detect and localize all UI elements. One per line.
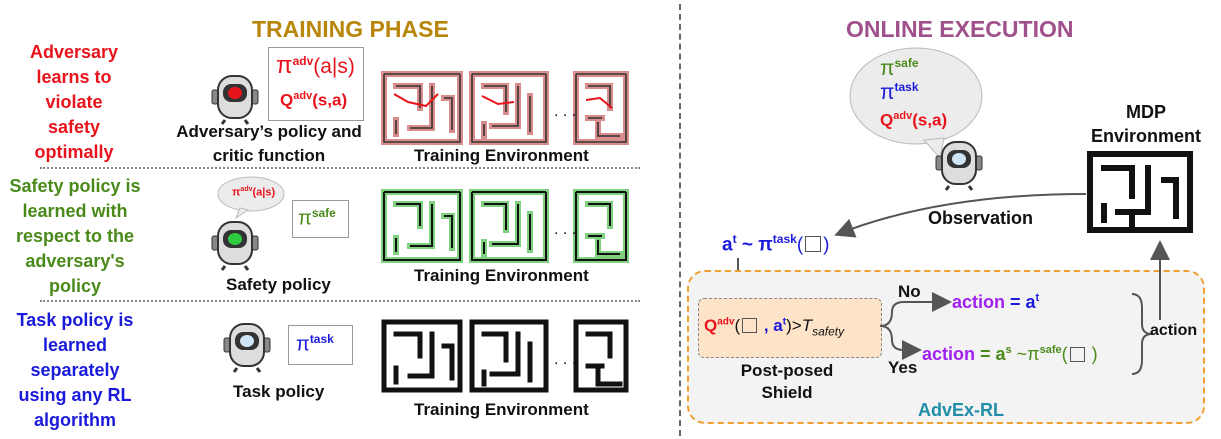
row3-env-label: Training Environment	[414, 400, 589, 419]
row2-env-label: Training Environment	[414, 266, 589, 285]
bubble-safe-policy: πsafe	[880, 56, 919, 80]
task-maze-set: . . .	[381, 319, 629, 393]
action-merge-brace	[1131, 293, 1153, 375]
advex-rl-label: AdvEx-RL	[918, 400, 1005, 420]
observation-arrow	[834, 193, 1087, 238]
bubble-adversary-policy: πadv(a|s)	[232, 186, 276, 199]
task-action-expr: at ~ πtask()	[722, 232, 830, 256]
shield-box	[698, 298, 882, 358]
task-caption: Task policy	[233, 382, 325, 401]
yes-maze-icon	[1069, 347, 1085, 362]
phase-divider	[679, 4, 681, 436]
online-robot-icon	[935, 141, 983, 191]
row-separator-2	[40, 300, 640, 302]
svg-text:. . .: . . .	[554, 351, 576, 368]
safety-caption: Safety policy	[226, 275, 331, 294]
adversary-maze-set: . . .	[381, 71, 629, 145]
mdp-maze-icon	[1087, 151, 1193, 233]
safety-policy-expr: πsafe	[298, 206, 336, 230]
adversary-policy-expr: πadv(a|s)	[276, 52, 355, 79]
shield-expression: Qadv( , at)>Tsafety	[704, 316, 845, 339]
row2-side-text: Safety policy is learned with respect to…	[9, 176, 141, 296]
task-policy-expr: πtask	[296, 332, 334, 356]
online-thought-bubble	[849, 47, 983, 160]
safety-policy-box	[292, 200, 349, 238]
task-policy-box	[288, 325, 353, 365]
online-execution-title: ONLINE EXECUTION	[846, 16, 1074, 42]
decision-branch	[879, 292, 952, 360]
safety-maze-set: . . .	[381, 189, 629, 263]
no-label: No	[898, 282, 921, 301]
bubble-task-policy: πtask	[880, 80, 919, 104]
action-to-env-arrow	[1150, 240, 1170, 320]
svg-text:. . .: . . .	[554, 221, 576, 238]
bubble-adversary-critic: Qadv(s,a)	[880, 110, 948, 130]
action-yes-expr: action = as ~πsafe( )	[922, 344, 1098, 364]
thought-bubble	[217, 176, 285, 220]
yes-label: Yes	[888, 358, 918, 377]
safety-robot-icon	[211, 221, 259, 271]
mdp-environment-label: MDP Environment	[1090, 102, 1201, 146]
row1-env-label: Training Environment	[414, 146, 589, 165]
adversary-caption: Adversary’s policy and critic function	[176, 122, 362, 165]
observation-label: Observation	[928, 208, 1034, 228]
action-no-expr: action = at	[952, 292, 1040, 312]
training-phase-title: TRAINING PHASE	[252, 16, 449, 42]
adversary-robot-icon	[211, 75, 259, 125]
task-robot-icon	[223, 323, 271, 373]
action-output-label: action	[1150, 322, 1198, 339]
row3-side-text: Task policy is learned separately using …	[16, 310, 134, 430]
mini-maze-icon	[805, 236, 822, 253]
adversary-policy-box	[268, 47, 364, 121]
adversary-critic-expr: Qadv(s,a)	[280, 90, 348, 110]
row-separator-1	[40, 167, 640, 169]
svg-text:. . .: . . .	[554, 103, 576, 120]
row1-side-text: Adversary learns to violate safety optim…	[29, 42, 119, 162]
shield-maze-icon	[742, 318, 758, 333]
shield-label: Post-posed Shield	[740, 361, 834, 402]
